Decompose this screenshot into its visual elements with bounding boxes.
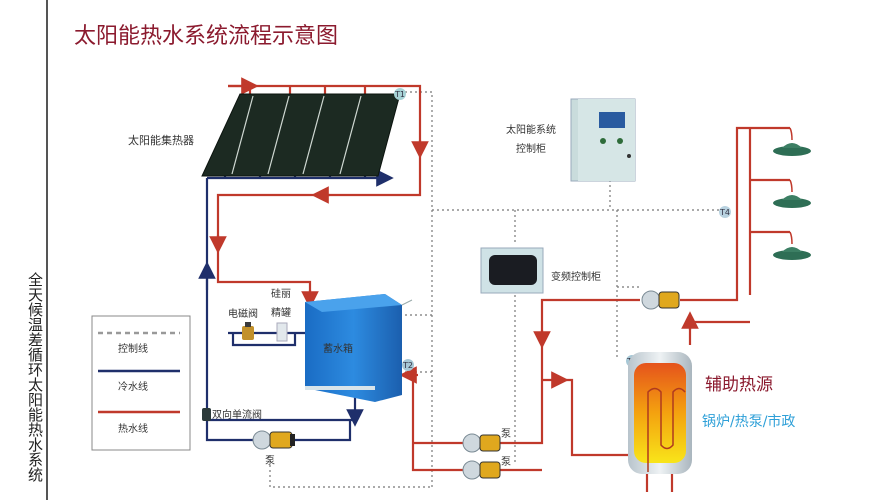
pump-3-label: 泵 [501, 456, 511, 468]
legend-control-label: 控制线 [118, 342, 148, 355]
legend: 控制线 冷水线 热水线 [91, 315, 191, 451]
silicon-tank-label-1: 硅丽 [271, 287, 291, 300]
pump-4 [641, 290, 680, 310]
legend-cold-label: 冷水线 [118, 380, 148, 393]
collector-label: 太阳能集热器 [128, 133, 194, 147]
svg-text:T1: T1 [394, 90, 405, 99]
solar-control-cabinet [570, 98, 636, 182]
shower-head-2 [773, 179, 811, 208]
pump-1-label: 泵 [265, 455, 275, 467]
solar-control-label-2: 控制柜 [516, 142, 546, 155]
shower-head-3 [773, 231, 811, 260]
page-title: 太阳能热水系统流程示意图 [74, 24, 339, 49]
side-divider [46, 0, 48, 500]
sensor-t2: T2 [402, 359, 414, 371]
solenoid-valve [242, 322, 254, 340]
storage-tank-label: 蓄水箱 [323, 342, 353, 355]
solar-control-label-1: 太阳能系统 [506, 123, 556, 136]
sensor-t1: T1 [394, 88, 406, 100]
vfd-control-cabinet [480, 247, 544, 294]
aux-heat-subtitle: 锅炉/热泵/市政 [702, 413, 795, 430]
solar-collector [201, 93, 401, 177]
sensor-t4: T4 [719, 206, 731, 218]
hot-water-lines [209, 77, 790, 492]
pump-2-label: 泵 [501, 428, 511, 440]
pump-2 [462, 433, 501, 453]
side-title: 全天候温差循环太阳能热水系统 [26, 272, 44, 482]
shower-head-1 [773, 127, 811, 156]
check-valve [202, 408, 211, 421]
solenoid-valve-label: 电磁阀 [228, 307, 258, 320]
pump-1 [252, 430, 295, 450]
silicon-tank-label-2: 精罐 [271, 306, 291, 319]
pump-3 [462, 460, 501, 480]
svg-text:T2: T2 [402, 361, 413, 370]
silicon-tank [276, 322, 288, 342]
svg-text:T4: T4 [719, 208, 730, 217]
vfd-control-label: 变频控制柜 [551, 270, 601, 283]
cold-water-lines [198, 169, 394, 442]
control-lines [269, 91, 720, 490]
auxiliary-heater-tank [628, 352, 692, 474]
aux-heat-title: 辅助热源 [705, 375, 773, 395]
check-valve-label: 双向单流阀 [212, 408, 262, 421]
storage-tank [305, 294, 413, 402]
legend-hot-label: 热水线 [118, 422, 148, 435]
